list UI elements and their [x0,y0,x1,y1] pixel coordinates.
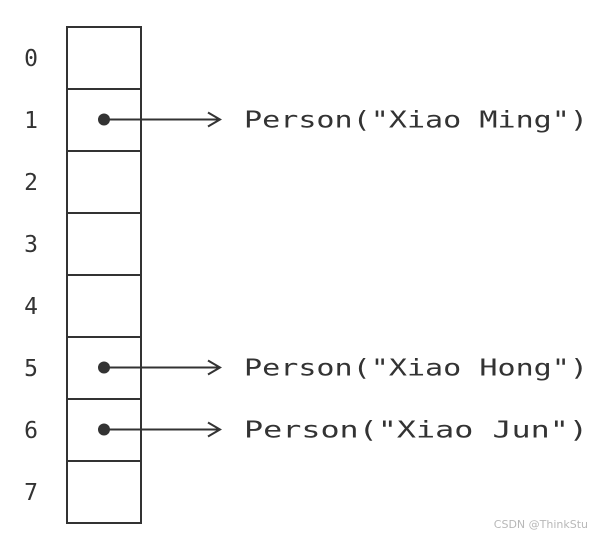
index-label-0: 0 [24,46,38,72]
index-label-1: 1 [24,108,38,134]
array-cell-4 [66,274,142,338]
index-label-5: 5 [24,356,38,382]
reference-1: Person("Xiao Ming") [98,108,588,134]
index-label-6: 6 [24,418,38,444]
watermark: CSDN @ThinkStu [494,518,588,531]
person-object-label: Person("Xiao Ming") [244,108,588,134]
index-label-2: 2 [24,170,38,196]
array-cell-0 [66,26,142,90]
array-cell-7 [66,460,142,524]
arrow-head-icon [207,111,222,128]
reference-5: Person("Xiao Hong") [98,356,588,382]
person-object-label: Person("Xiao Jun") [244,418,588,444]
array-cell-3 [66,212,142,276]
arrow-head-icon [207,421,222,438]
array-cell-2 [66,150,142,214]
index-labels: 0 1 2 3 4 5 6 7 [24,46,38,506]
reference-6: Person("Xiao Jun") [98,418,588,444]
arrow-head-icon [207,359,222,376]
person-object-label: Person("Xiao Hong") [244,356,588,382]
index-label-7: 7 [24,480,38,506]
references: Person("Xiao Ming") Person("Xiao Hong") Pe… [98,108,588,444]
index-label-4: 4 [24,294,38,320]
index-label-3: 3 [24,232,38,258]
array-cells [66,26,142,524]
